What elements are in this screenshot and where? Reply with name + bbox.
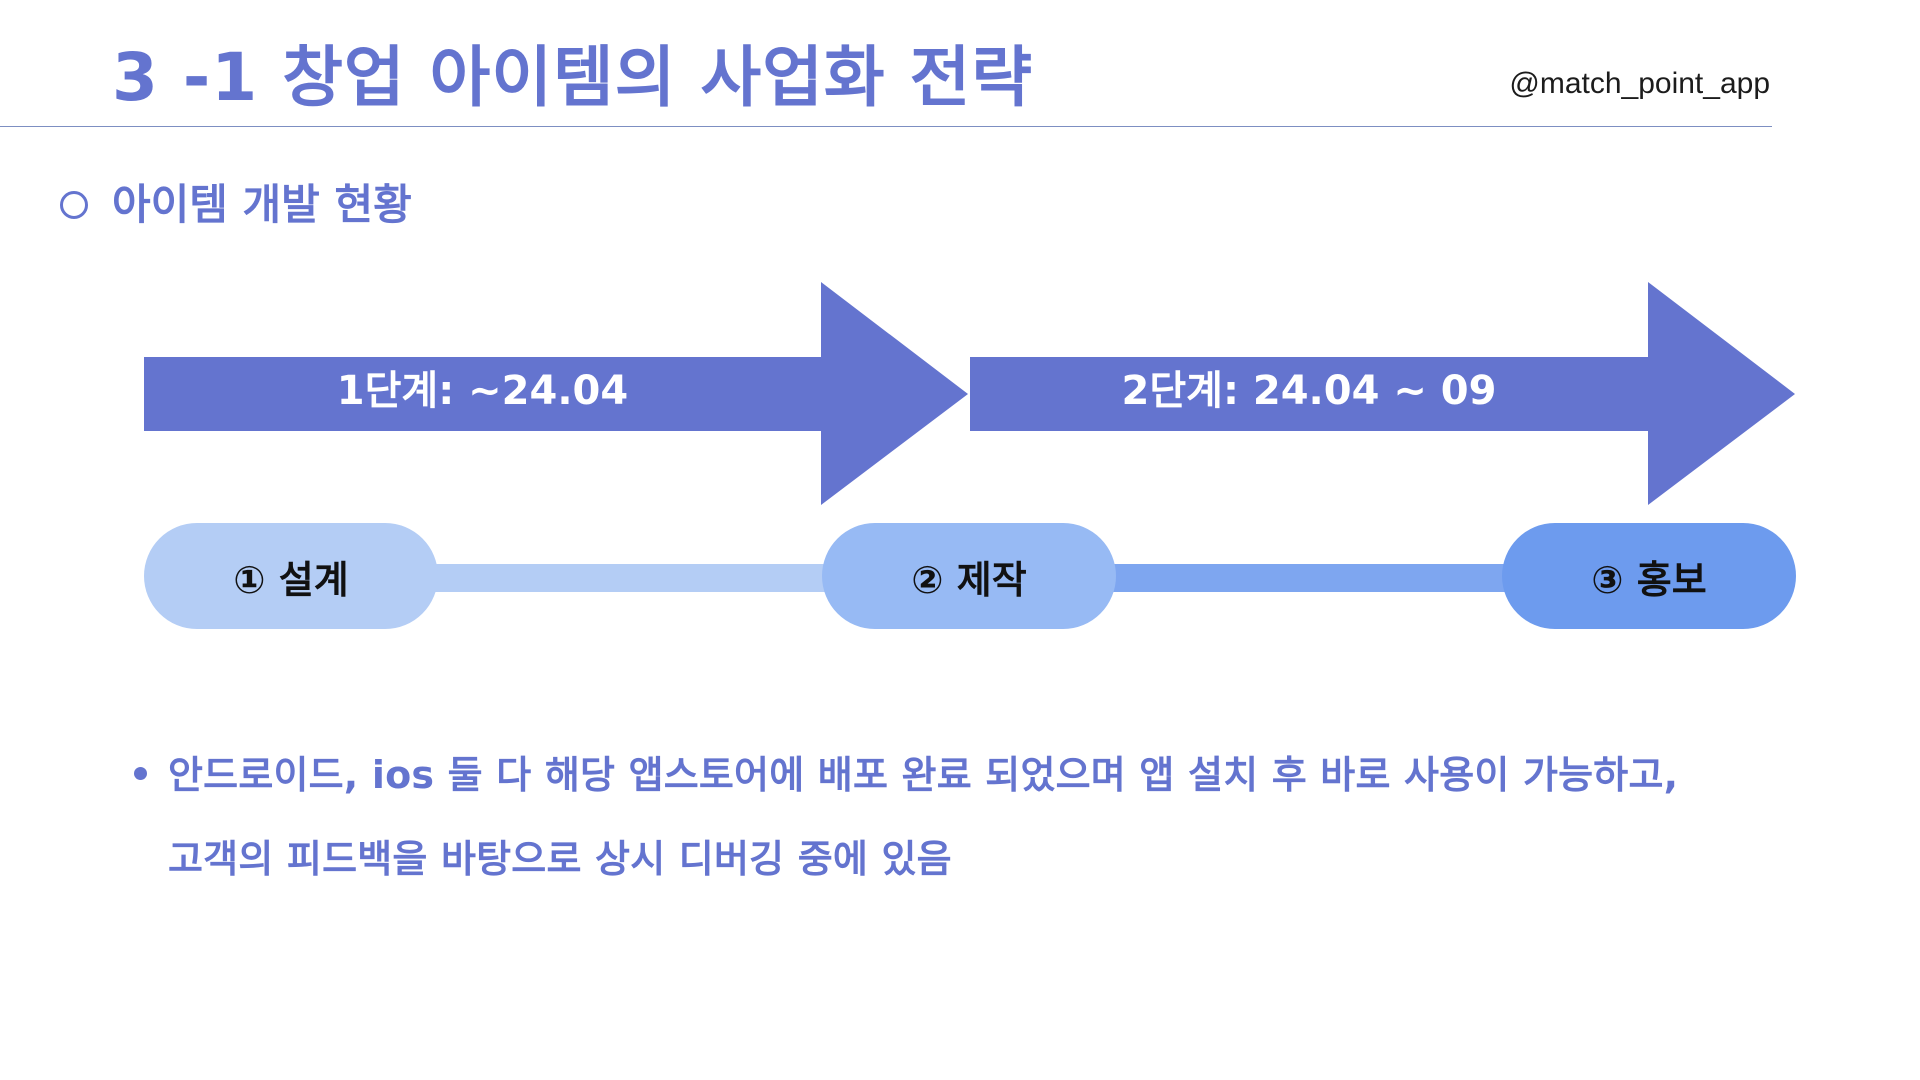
step-promotion: ③ 홍보 — [1502, 523, 1796, 629]
step-connector-1 — [435, 564, 827, 592]
note-text: 안드로이드, ios 둘 다 해당 앱스토어에 배포 완료 되었으며 앱 설치 … — [168, 733, 1886, 901]
phase-2-label: 2단계: 24.04 ~ 09 — [1121, 368, 1497, 414]
section-label: 아이템 개발 현황 — [112, 180, 412, 229]
note-line-1: 안드로이드, ios 둘 다 해당 앱스토어에 배포 완료 되었으며 앱 설치 … — [168, 753, 1679, 797]
phase-1-arrow — [144, 282, 968, 505]
step-connector-2 — [1113, 564, 1510, 592]
phase-1-label: 1단계: ~24.04 — [336, 368, 629, 414]
account-handle: @match_point_app — [1509, 67, 1770, 100]
note-line-2: 고객의 피드백을 바탕으로 상시 디버깅 중에 있음 — [168, 837, 952, 881]
slide-title: 3 -1 창업 아이템의 사업화 전략 — [112, 39, 1034, 116]
step-design: ① 설계 — [144, 523, 438, 629]
step-production: ② 제작 — [822, 523, 1116, 629]
bullet-dot-icon — [134, 767, 147, 780]
circle-outline-icon — [60, 191, 88, 219]
phase-2-arrow — [970, 282, 1795, 505]
section-heading: 아이템 개발 현황 — [60, 176, 412, 234]
title-divider — [0, 126, 1772, 127]
